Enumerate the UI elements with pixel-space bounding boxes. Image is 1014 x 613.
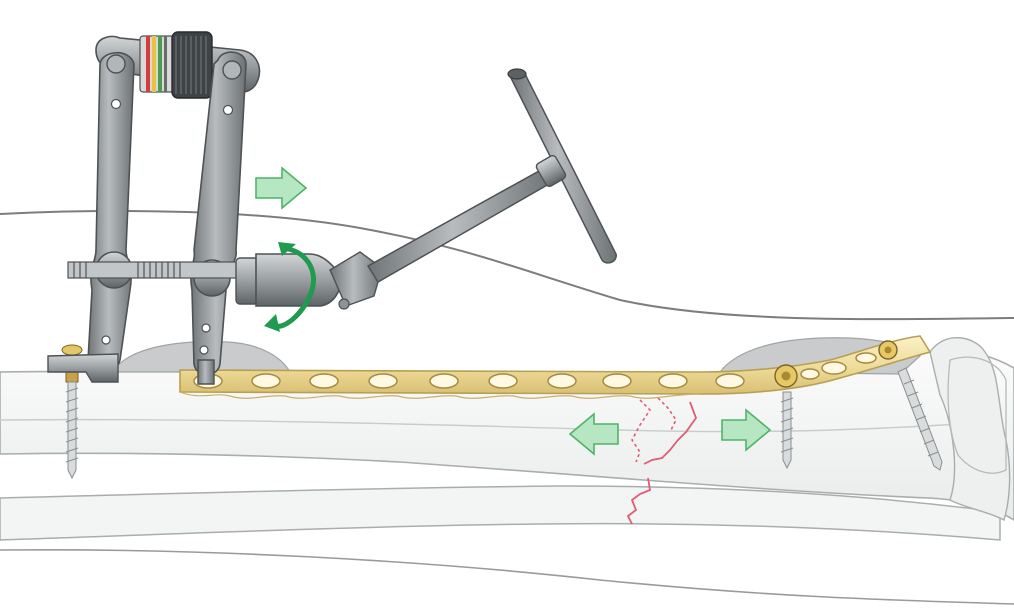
ankle-joint [929, 336, 1011, 522]
fracture-upper-dotted [631, 397, 677, 463]
arrow-left-fracture [568, 412, 619, 456]
universal-joint [329, 251, 383, 307]
fracture-line [626, 397, 698, 525]
plate-hole [855, 352, 877, 364]
limb-lower-contour [0, 548, 1014, 605]
limb-outline [0, 209, 1014, 605]
plate-hole [715, 373, 745, 389]
plate-hole [658, 373, 688, 389]
bone-plate [179, 335, 932, 399]
locking-screw-socket [884, 346, 892, 354]
device-knurled-knob [171, 31, 213, 99]
fracture-upper-solid [643, 401, 698, 465]
plate-lower-scallops [179, 391, 701, 399]
limb-upper-contour [0, 209, 1014, 321]
locking-screw-socket [781, 371, 791, 381]
wrench-crossbar-end [507, 68, 527, 80]
t-handle-wrench [366, 68, 617, 284]
device-left-hook [47, 353, 119, 383]
plate-hole [251, 373, 281, 389]
wrench-shaft [366, 164, 558, 284]
wrench-collar [535, 155, 567, 187]
fracture-lower [626, 477, 652, 525]
plate-hole [309, 373, 339, 389]
plate-holes [193, 352, 877, 389]
wrench-crossbar [509, 70, 617, 264]
plate-hole [429, 373, 459, 389]
device-left-arm [87, 51, 135, 373]
fibula [0, 485, 1001, 541]
device-threaded-rod [67, 261, 249, 279]
device-right-hook [197, 359, 215, 385]
device-nut [235, 257, 259, 305]
distal-screw-vertical [780, 391, 794, 470]
plate-hole [821, 361, 847, 375]
curved-rotation-arrow-icon [264, 242, 316, 332]
tibia-inner-line [0, 418, 961, 433]
plate-hole [547, 373, 577, 389]
bone-screws [61, 344, 943, 480]
tension-device [47, 31, 383, 385]
plate-hole [368, 373, 398, 389]
green-direction-arrow-icon [255, 166, 772, 456]
distal-screw-angled [897, 367, 943, 471]
plate-hole [488, 373, 518, 389]
plate-screw-heads [774, 340, 898, 388]
device-color-bands [139, 35, 175, 93]
arrow-right-top [255, 166, 308, 210]
plate-hole [800, 368, 820, 380]
socket-wrench-head [255, 253, 342, 307]
plate-hole [602, 373, 632, 389]
talus-outline [947, 356, 1007, 474]
arrow-right-fracture [721, 408, 772, 452]
device-right-arm [190, 51, 247, 376]
